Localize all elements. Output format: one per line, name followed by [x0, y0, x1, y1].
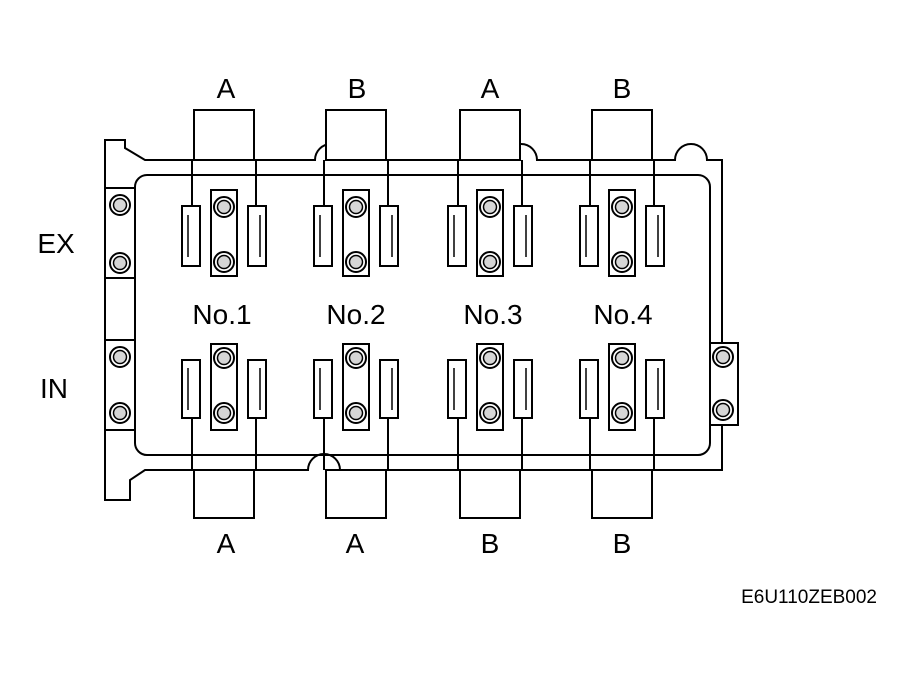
bolt-center	[614, 199, 630, 215]
in-cap-bolt-bottom-1	[213, 402, 235, 424]
ex-cap-bolt-bottom-1	[213, 251, 235, 273]
ex-cap-bolt-top-3	[479, 196, 501, 218]
in-cap-bolt-top-3	[479, 347, 501, 369]
bolt-center	[482, 254, 498, 270]
side-bolt	[712, 399, 734, 421]
in-journal-left-3	[447, 359, 467, 419]
in-cap-bolt-bottom-2	[345, 402, 367, 424]
ex-journal-left-2	[313, 205, 333, 267]
head-inner-outline	[134, 174, 711, 456]
in-journal-right-2	[379, 359, 399, 419]
bolt-center	[216, 350, 232, 366]
intake-side-label: IN	[40, 373, 68, 404]
side-bolt	[712, 346, 734, 368]
top-cap-label-4: B	[613, 73, 632, 104]
in-journal-right-3	[513, 359, 533, 419]
bolt-center	[348, 254, 364, 270]
in-cap-bolt-top-2	[345, 347, 367, 369]
bolt-center	[112, 349, 128, 365]
cylinder-label-3: No.3	[463, 299, 522, 330]
bolt-center	[216, 405, 232, 421]
side-bolt	[109, 194, 131, 216]
ex-cap-bolt-bottom-3	[479, 251, 501, 273]
bolt-center	[482, 405, 498, 421]
ex-cap-bolt-top-4	[611, 196, 633, 218]
ex-cap-bolt-bottom-4	[611, 251, 633, 273]
cylinder-label-4: No.4	[593, 299, 652, 330]
exhaust-side-label: EX	[37, 228, 75, 259]
bottom-cap-label-4: B	[613, 528, 632, 559]
bolt-center	[216, 199, 232, 215]
ex-journal-right-4	[645, 205, 665, 267]
bolt-center	[348, 405, 364, 421]
top-cap-bracket-2	[325, 109, 387, 161]
bolt-center	[715, 349, 731, 365]
top-cap-bracket-4	[591, 109, 653, 161]
ex-journal-right-3	[513, 205, 533, 267]
ex-journal-left-4	[579, 205, 599, 267]
bottom-cap-label-2: A	[346, 528, 365, 559]
bolt-center	[216, 254, 232, 270]
cylinder-label-1: No.1	[192, 299, 251, 330]
in-journal-left-4	[579, 359, 599, 419]
top-cap-label-1: A	[217, 73, 236, 104]
bottom-cap-bracket-2	[325, 469, 387, 519]
top-cap-bracket-1	[193, 109, 255, 161]
figure-code: E6U110ZEB002	[741, 587, 877, 608]
bolt-center	[112, 255, 128, 271]
bottom-cap-bracket-4	[591, 469, 653, 519]
bolt-center	[482, 350, 498, 366]
bottom-cap-bracket-1	[193, 469, 255, 519]
bottom-cap-label-1: A	[217, 528, 236, 559]
cylinder-label-2: No.2	[326, 299, 385, 330]
bolt-center	[482, 199, 498, 215]
bolt-center	[614, 350, 630, 366]
ex-cap-bolt-bottom-2	[345, 251, 367, 273]
bottom-cap-label-3: B	[481, 528, 500, 559]
side-bolt	[109, 402, 131, 424]
ex-journal-right-1	[247, 205, 267, 267]
ex-cap-bolt-top-1	[213, 196, 235, 218]
bolts-layer	[109, 194, 734, 424]
bolt-center	[614, 254, 630, 270]
in-cap-bolt-top-1	[213, 347, 235, 369]
ex-journal-right-2	[379, 205, 399, 267]
side-bolt	[109, 346, 131, 368]
bearing-caps-layer	[181, 109, 665, 519]
bolt-center	[112, 197, 128, 213]
ex-journal-left-1	[181, 205, 201, 267]
in-cap-bolt-bottom-3	[479, 402, 501, 424]
bolt-center	[348, 350, 364, 366]
in-journal-left-1	[181, 359, 201, 419]
in-journal-right-1	[247, 359, 267, 419]
bolt-center	[348, 199, 364, 215]
in-journal-left-2	[313, 359, 333, 419]
bolt-center	[614, 405, 630, 421]
side-bolt	[109, 252, 131, 274]
in-cap-bolt-top-4	[611, 347, 633, 369]
top-cap-label-3: A	[481, 73, 500, 104]
bolt-center	[112, 405, 128, 421]
in-cap-bolt-bottom-4	[611, 402, 633, 424]
ex-cap-bolt-top-2	[345, 196, 367, 218]
bolt-center	[715, 402, 731, 418]
in-journal-right-4	[645, 359, 665, 419]
ex-journal-left-3	[447, 205, 467, 267]
top-cap-label-2: B	[348, 73, 367, 104]
bottom-cap-bracket-3	[459, 469, 521, 519]
top-cap-bracket-3	[459, 109, 521, 161]
